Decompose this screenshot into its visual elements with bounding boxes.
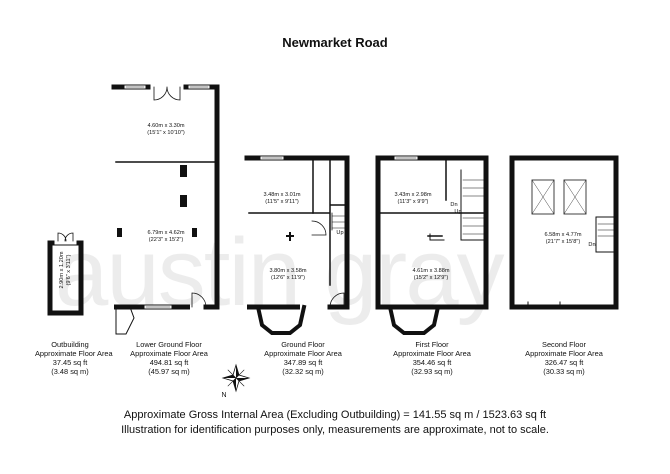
floor-area-label: Approximate Floor Area [525,349,603,358]
ff-stairs-dn-label: Dn [450,202,457,208]
outbuilding-dims: 2.90m x 1.20m [59,251,65,288]
floor-area-sqm: (32.93 sq m) [411,367,453,376]
floor-name: Second Floor [542,340,586,349]
floor-name: Lower Ground Floor [136,340,202,349]
ff-front-dims-imperial: (15'2" x 12'9") [414,275,449,281]
floor-area-label: Approximate Floor Area [130,349,208,358]
sf-stairs-dn-label: Dn [588,242,595,248]
floor-name: First Floor [415,340,449,349]
ff-front-dims: 4.61m x 3.88m [413,268,450,274]
floor-area-sqft: 326.47 sq ft [544,358,584,367]
floor-area-sqft: 37.45 sq ft [52,358,88,367]
compass-icon [221,363,251,393]
gross-area-note: Approximate Gross Internal Area (Excludi… [123,409,547,421]
floor-name: Outbuilding [51,340,89,349]
gf-front-dims: 3.80m x 3.58m [270,268,307,274]
first-floor-plan [375,155,489,335]
ff-stairs-up-label: Up [454,209,461,215]
floor-area-sqft: 347.89 sq ft [283,358,323,367]
compass-north-label: N [221,392,226,399]
outbuilding-dims-imperial: (9'6" x 3'11") [66,254,72,285]
floor-area-sqm: (32.32 sq m) [282,367,324,376]
floor-name: Ground Floor [281,340,325,349]
ff-rear-dims-imperial: (11'3" x 9'9") [398,199,429,205]
gf-front-dims-imperial: (12'6" x 11'9") [271,275,305,281]
floor-caption-lower-ground: Lower Ground Floor Approximate Floor Are… [126,340,212,376]
floor-caption-ground: Ground Floor Approximate Floor Area 347.… [260,340,346,376]
floor-area-sqm: (30.33 sq m) [543,367,585,376]
floor-caption-first: First Floor Approximate Floor Area 354.4… [389,340,475,376]
floor-area-sqm: (45.97 sq m) [148,367,190,376]
sf-main-dims-imperial: (21'7" x 15'8") [546,239,581,245]
lg-main-dims-imperial: (22'3" x 15'2") [149,237,184,243]
second-floor-plan [509,155,619,310]
gf-rear-dims: 3.48m x 3.01m [264,192,301,198]
outbuilding-plan [47,232,84,316]
floor-area-label: Approximate Floor Area [264,349,342,358]
ground-floor-plan [244,155,350,335]
disclaimer-note: Illustration for identification purposes… [121,424,549,436]
lg-rear-dims: 4.60m x 3.30m [148,123,185,129]
floor-area-sqft: 354.46 sq ft [412,358,452,367]
ff-rear-dims: 3.43m x 2.98m [395,192,432,198]
gf-rear-dims-imperial: (11'5" x 9'11") [265,199,299,205]
floor-area-label: Approximate Floor Area [35,349,113,358]
lg-main-dims: 6.79m x 4.62m [148,230,185,236]
sf-main-dims: 6.58m x 4.77m [545,232,582,238]
floor-area-label: Approximate Floor Area [393,349,471,358]
plan-title: Newmarket Road [282,35,388,50]
floor-caption-second: Second Floor Approximate Floor Area 326.… [521,340,607,376]
lower-ground-floor-plan [111,83,220,335]
floor-area-sqft: 494.81 sq ft [149,358,189,367]
lg-rear-dims-imperial: (15'1" x 10'10") [147,130,185,136]
floor-caption-outbuilding: Outbuilding Approximate Floor Area 37.45… [35,340,113,376]
gf-stairs-up-label: Up [336,230,343,236]
floor-area-sqm: (3.48 sq m) [51,367,89,376]
